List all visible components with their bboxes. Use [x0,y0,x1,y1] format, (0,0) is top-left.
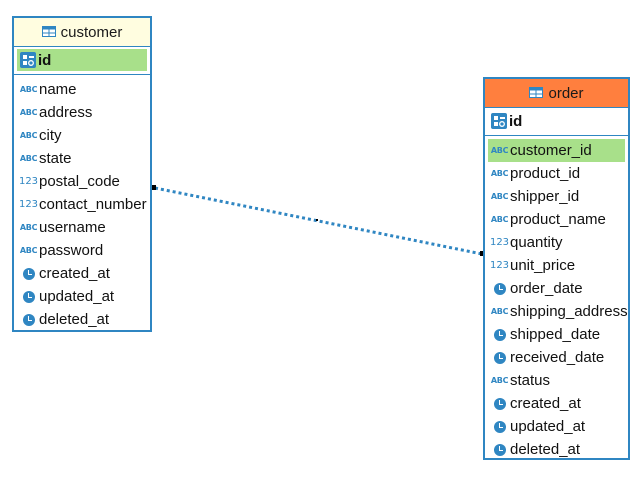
customer-column-label: city [39,127,62,144]
order-pk-row[interactable]: id [488,110,625,132]
customer-column-label: contact_number [39,196,147,213]
customer-column-label: password [39,242,104,259]
customer-column-label: state [39,150,72,167]
number-type-icon: 123 [489,260,510,271]
order-divider [485,135,628,136]
text-type-icon: ABC [19,131,38,140]
order-column-row[interactable]: order_date [488,277,625,300]
order-column-label: shipped_date [510,326,601,343]
clock-icon [20,267,37,280]
order-column-label: received_date [510,349,605,366]
order-column-label: product_id [510,165,581,182]
table-icon [41,24,56,41]
order-column-label: status [510,372,551,389]
clock-icon [491,282,508,295]
primary-key-icon [490,113,507,129]
customer-column-row[interactable]: created_at [17,262,147,285]
order-column-label: shipper_id [510,188,580,205]
order-column-label: quantity [510,234,563,251]
customer-column-label: username [39,219,106,236]
primary-key-icon [19,52,36,68]
order-column-row[interactable]: received_date [488,346,625,369]
customer-column-label: updated_at [39,288,115,305]
text-type-icon: ABC [490,146,509,155]
clock-icon [491,328,508,341]
number-type-icon: 123 [18,199,39,210]
order-column-row[interactable]: updated_at [488,415,625,438]
text-type-icon: ABC [19,223,38,232]
clock-icon [491,443,508,456]
clock-icon [491,397,508,410]
clock-icon [20,313,37,326]
customer-pk-label: id [38,51,52,69]
order-column-label: created_at [510,395,581,412]
customer-table-title: customer [60,23,123,41]
text-type-icon: ABC [490,307,509,316]
customer-pk-row[interactable]: id [17,49,147,71]
customer-column-label: name [39,81,77,98]
text-type-icon: ABC [490,169,509,178]
number-type-icon: 123 [489,237,510,248]
text-type-icon: ABC [490,215,509,224]
order-table-title: order [548,84,584,102]
customer-divider [14,74,150,75]
order-column-label: shipping_address [510,303,628,320]
order-column-row[interactable]: created_at [488,392,625,415]
customer-column-row[interactable]: updated_at [17,285,147,308]
text-type-icon: ABC [19,108,38,117]
table-icon [529,85,544,102]
customer-column-label: address [39,104,93,121]
clock-icon [491,420,508,433]
order-column-row[interactable]: deleted_at [488,438,625,461]
text-type-icon: ABC [19,154,38,163]
text-type-icon: ABC [490,192,509,201]
order-pk-label: id [509,112,523,130]
relationship-midpoint [316,219,318,221]
customer-column-row[interactable]: deleted_at [17,308,147,331]
order-table-header[interactable]: order [485,79,628,108]
text-type-icon: ABC [490,376,509,385]
order-column-label: updated_at [510,418,586,435]
order-column-label: order_date [510,280,583,297]
order-column-label: unit_price [510,257,576,274]
order-column-row[interactable]: shipped_date [488,323,625,346]
number-type-icon: 123 [18,176,39,187]
relationship-end-marker [480,251,485,256]
clock-icon [20,290,37,303]
customer-column-label: postal_code [39,173,120,190]
relationship-start-marker [151,185,156,190]
customer-column-label: deleted_at [39,311,110,328]
customer-column-label: created_at [39,265,110,282]
order-column-label: deleted_at [510,441,581,458]
text-type-icon: ABC [19,85,38,94]
order-column-label: customer_id [510,142,592,159]
text-type-icon: ABC [19,246,38,255]
customer-table-header[interactable]: customer [14,18,150,47]
order-column-label: product_name [510,211,606,228]
clock-icon [491,351,508,364]
